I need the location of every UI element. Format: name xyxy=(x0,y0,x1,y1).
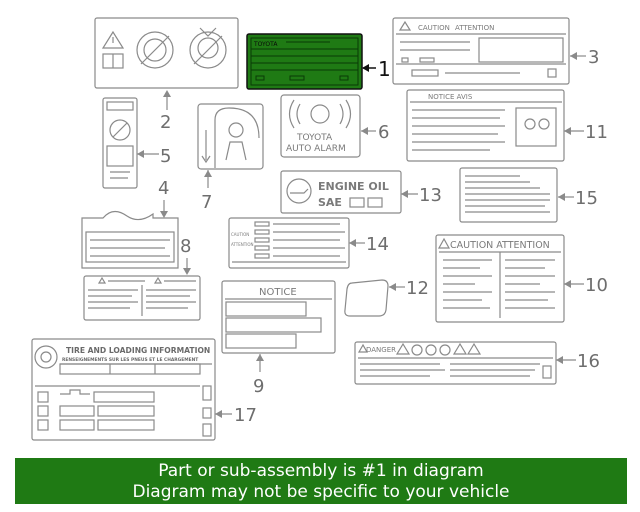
callout-13: 13 xyxy=(419,185,442,206)
label-17[interactable]: TIRE AND LOADING INFORMATION RENSEIGNEME… xyxy=(31,338,216,441)
label-6[interactable]: TOYOTA AUTO ALARM xyxy=(280,94,361,158)
callout-11: 11 xyxy=(585,122,608,143)
label-2[interactable] xyxy=(94,17,239,89)
label-9[interactable]: NOTICE xyxy=(221,280,336,354)
callout-4: 4 xyxy=(158,178,169,199)
label-1-brand-text: TOYOTA xyxy=(253,41,278,48)
label-13-engine-oil: ENGINE OIL xyxy=(318,180,389,193)
label-7[interactable] xyxy=(197,103,264,170)
callout-6: 6 xyxy=(378,122,389,143)
callout-10: 10 xyxy=(585,275,608,296)
label-15[interactable] xyxy=(459,167,558,223)
label-11-notice-avis: NOTICE AVIS xyxy=(428,93,473,101)
callout-1: 1 xyxy=(378,57,391,81)
callout-2: 2 xyxy=(160,112,171,133)
label-17-subtitle: RENSEIGNEMENTS SUR LES PNEUS ET LE CHARG… xyxy=(62,357,198,363)
banner-line-2: Diagram may not be specific to your vehi… xyxy=(132,482,510,502)
label-10-caution-attention: CAUTION ATTENTION xyxy=(450,240,550,251)
label-16[interactable]: DANGER xyxy=(354,341,557,385)
label-17-title: TIRE AND LOADING INFORMATION xyxy=(66,346,210,355)
callout-16: 16 xyxy=(577,351,600,372)
label-14[interactable]: CAUTION ATTENTION xyxy=(228,217,350,269)
callout-8: 8 xyxy=(180,236,191,257)
banner-line-1: Part or sub-assembly is #1 in diagram xyxy=(158,461,484,481)
label-16-danger: DANGER xyxy=(366,346,396,354)
callout-9: 9 xyxy=(253,376,264,397)
label-11[interactable]: NOTICE AVIS xyxy=(406,89,565,162)
label-3-caution: CAUTION xyxy=(418,24,450,32)
label-4[interactable] xyxy=(81,210,179,269)
label-3[interactable]: CAUTION ATTENTION xyxy=(392,17,570,85)
label-8[interactable] xyxy=(83,275,201,321)
callout-15: 15 xyxy=(575,188,598,209)
label-14-caution: CAUTION xyxy=(231,232,249,237)
label-13[interactable]: ENGINE OIL SAE xyxy=(280,170,402,214)
callout-12: 12 xyxy=(406,278,429,299)
parts-diagram: 2 TOYOTA 1 CAUTION ATTENTION 3 xyxy=(31,17,608,441)
label-14-attention: ATTENTION xyxy=(231,242,254,247)
label-6-auto-alarm: AUTO ALARM xyxy=(286,144,346,154)
label-6-brand: TOYOTA xyxy=(296,133,333,143)
label-10[interactable]: CAUTION ATTENTION xyxy=(435,234,565,323)
label-5[interactable] xyxy=(102,97,138,189)
callout-14: 14 xyxy=(366,234,389,255)
label-3-attention: ATTENTION xyxy=(455,24,494,32)
label-1-highlighted[interactable]: TOYOTA xyxy=(246,33,363,90)
info-banner: Part or sub-assembly is #1 in diagram Di… xyxy=(15,458,627,504)
callout-7: 7 xyxy=(201,192,212,213)
callout-5: 5 xyxy=(160,146,171,167)
callout-17: 17 xyxy=(234,405,257,426)
label-9-notice: NOTICE xyxy=(259,287,297,298)
callout-3: 3 xyxy=(588,47,599,68)
label-12[interactable] xyxy=(344,279,389,317)
label-13-sae: SAE xyxy=(318,196,342,209)
